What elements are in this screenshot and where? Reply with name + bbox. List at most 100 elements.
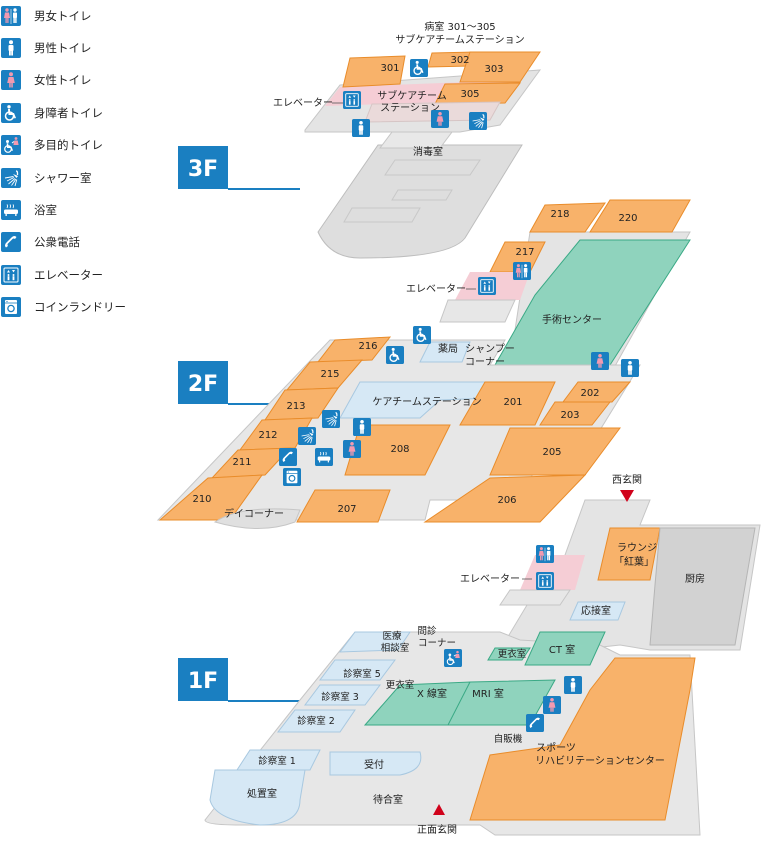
bath-icon (1, 200, 21, 220)
floor-badge-2f: 2F (178, 361, 280, 405)
room-202: 202 (580, 388, 599, 399)
men-restroom-icon (353, 418, 371, 436)
legend-label-elevator: エレベーター (34, 268, 103, 282)
room-302: 302 (450, 55, 469, 66)
main-entrance-marker (433, 804, 445, 815)
legend-label-shower: シャワー室 (34, 171, 92, 185)
laundry-icon (283, 468, 301, 486)
men-restroom-icon (352, 119, 370, 137)
room-220: 220 (618, 213, 637, 224)
shower-icon (1, 168, 21, 188)
day-corner: デイコーナー (224, 507, 284, 520)
f3-station-line1: サブケアチーム (377, 89, 447, 102)
floor-label-3f: 3F (188, 157, 218, 182)
f3-header-line1: 病室 301～305 (424, 20, 495, 33)
men-restroom-icon (621, 359, 639, 377)
unisex-restroom-icon (513, 262, 531, 280)
elevator-icon (343, 91, 361, 109)
room-216: 216 (358, 341, 377, 352)
legend-label-phone: 公衆電話 (34, 235, 80, 249)
f3-station-line2: ステーション (380, 103, 440, 114)
floor-badge-3f: 3F (178, 146, 300, 190)
bath-icon (315, 448, 333, 466)
room-301: 301 (380, 63, 399, 74)
legend-label-men: 男性トイレ (34, 41, 92, 55)
room-213: 213 (286, 401, 305, 412)
interview-corner-line1: 問診 (417, 625, 437, 637)
sports-rehab-line1: スポーツ (536, 742, 576, 754)
kitchen: 厨房 (685, 572, 705, 585)
vending-machine: 自販機 (494, 733, 523, 745)
pharmacy: 薬局 (438, 343, 458, 355)
treatment-room: 処置室 (247, 787, 277, 800)
women-restroom-icon (431, 110, 449, 128)
room-303: 303 (484, 64, 503, 75)
multipurpose-restroom-icon (444, 649, 462, 667)
west-entrance-marker (620, 490, 634, 502)
west-entrance: 西玄関 (612, 473, 642, 486)
main-entrance: 正面玄関 (417, 823, 457, 836)
unisex-restroom-icon (536, 545, 554, 563)
room-218: 218 (550, 209, 569, 220)
mri-room: MRI 室 (472, 687, 504, 700)
floor-3f-plan: 病室 301～305 サブケアチームステーション 301 302 303 305… (273, 20, 542, 259)
reception-desk: 受付 (364, 758, 384, 771)
lounge-line1: ラウンジ (617, 542, 657, 554)
shampoo-corner-line1: シャンプー (465, 343, 515, 355)
telephone-icon (526, 714, 544, 732)
elevator-icon (536, 572, 554, 590)
women-restroom-icon (543, 696, 561, 714)
legend-label-accessible: 身障者トイレ (34, 106, 103, 120)
reception-room: 応接室 (581, 604, 611, 617)
waiting-room: 待合室 (373, 793, 403, 806)
accessible-restroom-icon (410, 59, 428, 77)
xray-room: X 線室 (417, 687, 447, 700)
room-205: 205 (542, 447, 561, 458)
legend-label-laundry: コインランドリー (34, 300, 126, 314)
medical-consult-line2: 相談室 (381, 642, 410, 654)
room-206: 206 (497, 495, 516, 506)
room-217: 217 (515, 247, 534, 258)
legend-label-unisex: 男女トイレ (34, 9, 92, 23)
telephone-icon (1, 232, 21, 252)
changing-room-xray: 更衣室 (386, 679, 415, 691)
accessible-restroom-icon (1, 103, 21, 123)
legend-label-bath: 浴室 (34, 203, 57, 217)
surgery-center: 手術センター (542, 313, 602, 326)
men-restroom-icon (564, 676, 582, 694)
room-211: 211 (232, 457, 251, 468)
laundry-icon (1, 297, 21, 317)
interview-corner-line2: コーナー (418, 638, 456, 649)
women-restroom-icon (343, 440, 361, 458)
exam-room-2: 診察室 2 (297, 715, 335, 727)
elevator-icon (478, 277, 496, 295)
exam-room-3: 診察室 3 (321, 691, 359, 703)
accessible-restroom-icon (386, 346, 404, 364)
floor-1f-plan: 西玄関 ラウンジ 「紅葉」 厨房 エレベーター 応接室 医療 相談室 問診 コー… (204, 473, 761, 836)
legend-label-women: 女性トイレ (34, 73, 92, 87)
shampoo-corner-line2: コーナー (465, 356, 505, 368)
room-203: 203 (560, 410, 579, 421)
unisex-restroom-icon (1, 6, 21, 26)
ct-room: CT 室 (549, 643, 575, 656)
shower-icon (322, 410, 340, 428)
multipurpose-restroom-icon (1, 135, 21, 155)
telephone-icon (279, 448, 297, 466)
exam-room-5: 診察室 5 (343, 668, 381, 680)
room-210: 210 (192, 494, 211, 505)
room-212: 212 (258, 430, 277, 441)
floor-2f-plan: 218 220 217 エレベーター 手術センター 216 薬局 シャンプー コ… (156, 199, 691, 529)
sports-rehab-line2: リハビリテーションセンター (535, 755, 665, 767)
exam-room-1: 診察室 1 (258, 755, 296, 767)
floor-label-1f: 1F (188, 669, 218, 694)
f3-elevator-label: エレベーター (273, 97, 333, 109)
room-201: 201 (503, 397, 522, 408)
floor-label-2f: 2F (188, 372, 218, 397)
care-team-station: ケアチームステーション (372, 396, 481, 408)
women-restroom-icon (591, 352, 609, 370)
men-restroom-icon (1, 38, 21, 58)
elevator-icon (1, 265, 21, 285)
f2-elevator-label: エレベーター (406, 283, 466, 295)
room-207: 207 (337, 504, 356, 515)
